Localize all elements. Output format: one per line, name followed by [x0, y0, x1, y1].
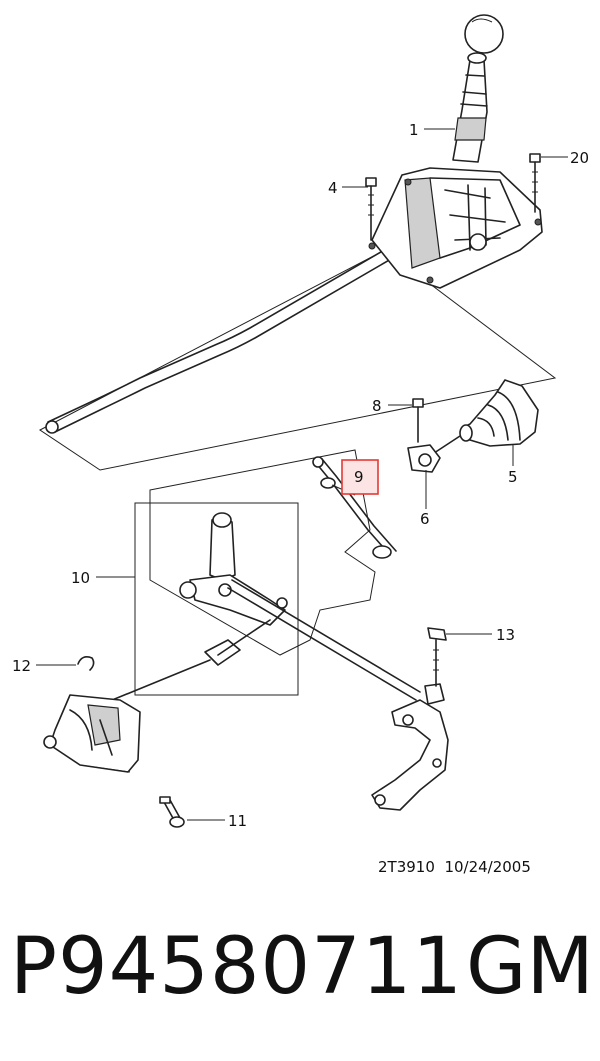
bolt-4 — [365, 177, 377, 241]
callout-10: 10 — [71, 569, 90, 587]
callout-12: 12 — [12, 657, 31, 675]
shift-rod — [45, 237, 411, 434]
callout-5: 5 — [508, 468, 518, 486]
callout-11: 11 — [228, 812, 247, 830]
connecting-rod — [312, 456, 397, 559]
lower-bracket — [371, 627, 449, 811]
callout-1: 1 — [409, 121, 419, 139]
brand-name: GM — [466, 922, 594, 1012]
drawing-code: 2T3910 — [378, 858, 435, 876]
transverse-rod — [227, 579, 421, 701]
detail-box-10 — [134, 502, 299, 696]
housing-rod — [99, 659, 211, 706]
callout-leaders — [36, 128, 568, 821]
callout-6: 6 — [420, 510, 430, 528]
callout-13: 13 — [496, 626, 515, 644]
callout-9: 9 — [354, 468, 364, 486]
assembly-frame-upper — [39, 249, 557, 471]
callout-20: 20 — [570, 149, 589, 167]
dust-boot — [427, 379, 539, 458]
lower-housing — [43, 694, 141, 773]
bolt-20 — [529, 153, 541, 213]
bolt-8 — [412, 398, 424, 443]
clip-12 — [77, 656, 95, 671]
clamp-6 — [407, 444, 441, 473]
shift-lever — [452, 14, 504, 163]
shifter-housing — [368, 167, 543, 289]
drawing-stamp: 2T3910 10/24/2005 — [378, 858, 531, 876]
callout-8: 8 — [372, 397, 382, 415]
callout-4: 4 — [328, 179, 338, 197]
callout-9-highlight — [341, 459, 379, 495]
bolt-11 — [159, 796, 185, 828]
drawing-date: 10/24/2005 — [444, 858, 531, 876]
selector-lever — [179, 512, 288, 666]
assembly-frame-lower — [149, 449, 376, 656]
part-number: P94580711 — [10, 922, 464, 1012]
exploded-parts-diagram: 1 4 5 6 8 9 10 11 12 13 20 — [12, 14, 589, 830]
